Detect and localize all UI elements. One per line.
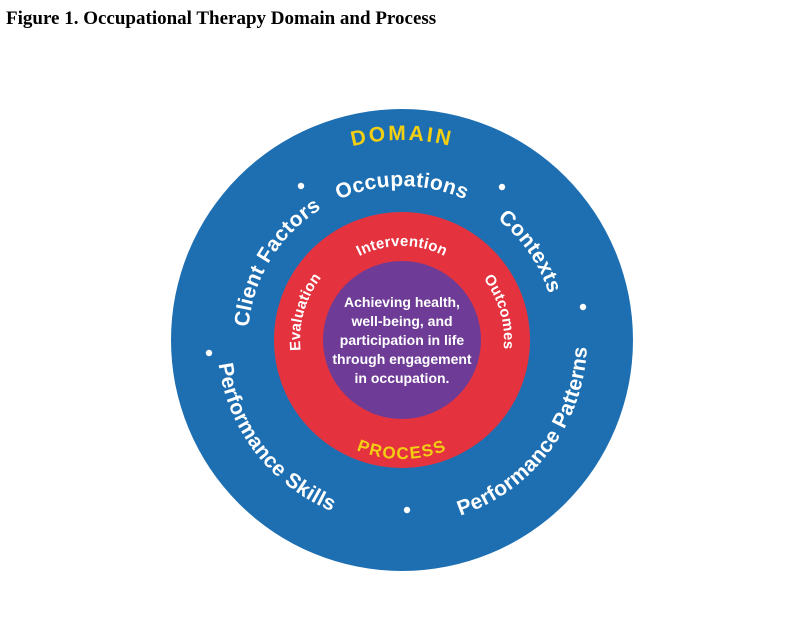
center-circle <box>323 261 481 419</box>
bullet-separator <box>297 182 305 190</box>
bullet-separator <box>403 506 411 514</box>
center-statement-line: in occupation. <box>354 369 450 386</box>
center-statement-line: well-being, and <box>351 312 453 329</box>
center-statement: Achieving health, well-being, and partic… <box>315 292 489 388</box>
center-statement-line: through engagement <box>332 350 472 367</box>
bullet-separator <box>205 349 213 357</box>
bullet-separator <box>498 183 506 191</box>
figure-caption: Figure 1. Occupational Therapy Domain an… <box>6 8 437 29</box>
center-statement-line: participation in life <box>339 331 465 348</box>
bullet-separator <box>579 303 587 311</box>
center-statement-line: Achieving health, <box>344 293 460 310</box>
